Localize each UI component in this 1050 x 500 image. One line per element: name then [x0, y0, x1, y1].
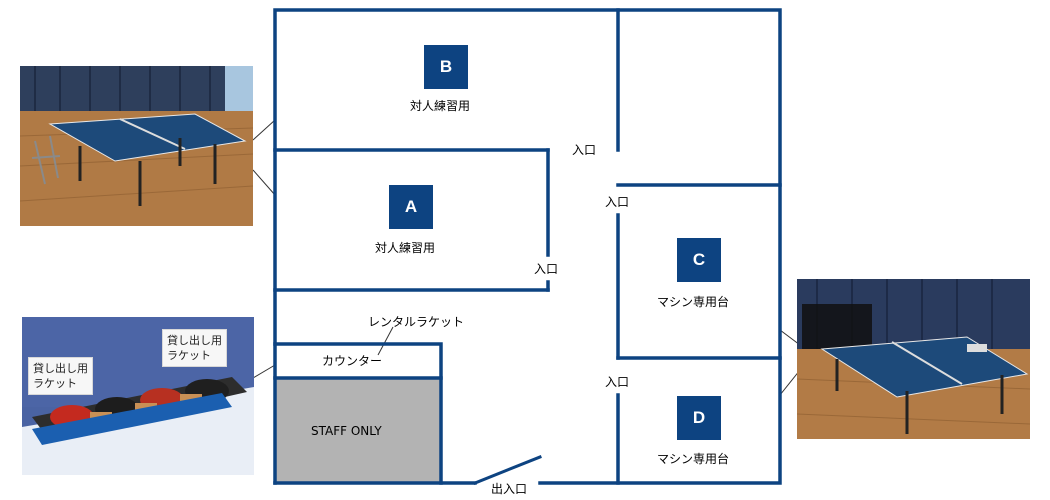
photo-machine-table [797, 279, 1030, 439]
counter-wall [273, 342, 443, 485]
photo-rental-rackets: 貸し出し用 ラケット 貸し出し用 ラケット [22, 317, 254, 475]
connector-room-c [779, 329, 801, 346]
walls [273, 8, 782, 485]
main-entrance-label: 出入口 [491, 482, 528, 496]
room-c-label: マシン専用台 [657, 295, 730, 309]
table-tennis-table-image [20, 66, 253, 226]
entrance-label-room-b: 入口 [572, 143, 597, 157]
photo-room-b-table [20, 66, 253, 226]
outer-wall-left [273, 8, 782, 485]
room-a-badge: A [389, 185, 433, 229]
room-b-badge: B [424, 45, 468, 89]
counter-label: カウンター [322, 354, 383, 368]
room-d-label: マシン専用台 [657, 452, 730, 466]
rental-pointer-line [377, 326, 394, 356]
connector-room-d [779, 369, 801, 396]
staff-only-area [275, 378, 441, 483]
photo-connectors [252, 119, 801, 396]
staff-only-label: STAFF ONLY [311, 424, 382, 438]
main-entrance-door [473, 455, 542, 485]
entrance-label-room-d: 入口 [605, 375, 630, 389]
connector-counter [252, 364, 276, 379]
rental-sign-left: 貸し出し用 ラケット [28, 357, 93, 395]
room-d-badge: D [677, 396, 721, 440]
room-a-label: 対人練習用 [375, 241, 436, 255]
room-b-label: 対人練習用 [410, 99, 471, 113]
connector-room-b [252, 119, 276, 141]
connector-room-a [252, 169, 276, 196]
rental-sign-right: 貸し出し用 ラケット [162, 329, 227, 367]
room-c-badge: C [677, 238, 721, 282]
machine-table-image [797, 279, 1030, 439]
rental-racket-label: レンタルラケット [368, 315, 465, 329]
entrance-label-room-a: 入口 [534, 262, 559, 276]
entrance-label-room-c: 入口 [605, 195, 630, 209]
